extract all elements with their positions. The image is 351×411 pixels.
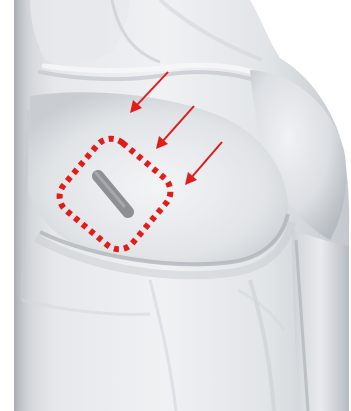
chest-illustration (0, 0, 351, 411)
